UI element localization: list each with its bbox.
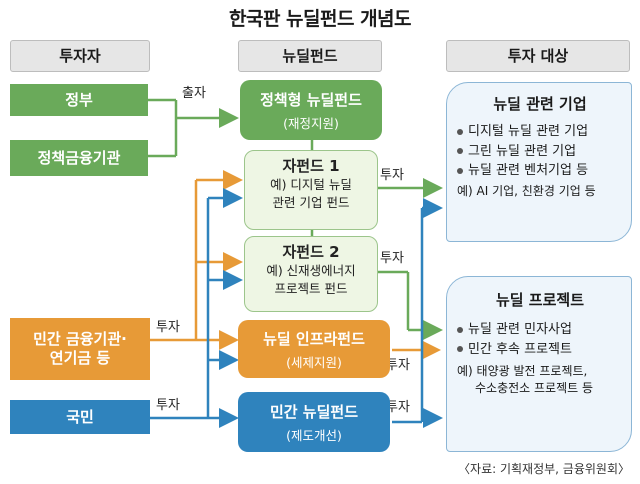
fund-policy: 정책형 뉴딜펀드 (재정지원) xyxy=(240,80,382,140)
investor-government: 정부 xyxy=(10,84,148,116)
fund-sub2-line1: 예) 신재생에너지 xyxy=(266,263,356,278)
investor-citizens-label: 국민 xyxy=(66,407,94,426)
target-companies: 뉴딜 관련 기업 디지털 뉴딜 관련 기업 그린 뉴딜 관련 기업 뉴딜 관련 … xyxy=(446,82,632,242)
investor-private-finance-line1: 민간 금융기관· xyxy=(33,330,127,349)
label-contribution: 출자 xyxy=(182,86,206,101)
blue-flow xyxy=(150,188,443,428)
target-projects-example-line1: 예) 태양광 발전 프로젝트, xyxy=(457,364,588,378)
target-company-item: 그린 뉴딜 관련 기업 xyxy=(468,143,577,159)
investor-government-label: 정부 xyxy=(65,90,93,109)
fund-sub1-line2: 관련 기업 펀드 xyxy=(272,195,350,211)
target-projects-head: 뉴딜 프로젝트 xyxy=(495,291,585,309)
fund-policy-note: (재정지원) xyxy=(283,115,339,131)
investor-policy-finance: 정책금융기관 xyxy=(10,140,148,176)
fund-sub2-line2: 프로젝트 펀드 xyxy=(274,281,348,297)
target-projects-list: 뉴딜 관련 민자사업 민간 후속 프로젝트 xyxy=(457,320,623,359)
fund-infra-note: (세제지원) xyxy=(286,354,342,370)
fund-sub2: 자펀드 2 예) 신재생에너지 프로젝트 펀드 xyxy=(244,236,378,312)
target-company-item: 디지털 뉴딜 관련 기업 xyxy=(468,124,589,139)
target-company-item: 뉴딜 관련 벤처기업 등 xyxy=(468,163,589,178)
header-investor: 투자자 xyxy=(10,40,150,72)
target-companies-list: 디지털 뉴딜 관련 기업 그린 뉴딜 관련 기업 뉴딜 관련 벤처기업 등 xyxy=(457,122,623,181)
label-invest-citizens: 투자 xyxy=(156,398,180,413)
bullet-icon xyxy=(457,326,463,333)
label-invest-sub2: 투자 xyxy=(380,251,404,266)
target-companies-example: 예) AI 기업, 친환경 기업 등 xyxy=(457,183,596,198)
bullet-icon xyxy=(457,148,463,154)
list-item: 디지털 뉴딜 관련 기업 xyxy=(457,122,623,142)
target-projects-example-line2: 수소충전소 프로젝트 등 xyxy=(475,380,594,395)
list-item: 뉴딜 관련 벤처기업 등 xyxy=(457,161,623,181)
bullet-icon xyxy=(457,128,463,135)
fund-infra-name: 뉴딜 인프라펀드 xyxy=(263,329,365,348)
fund-sub1: 자펀드 1 예) 디지털 뉴딜 관련 기업 펀드 xyxy=(244,150,378,230)
fund-infra: 뉴딜 인프라펀드 (세제지원) xyxy=(238,320,390,378)
list-item: 민간 후속 프로젝트 xyxy=(457,340,623,360)
header-fund: 뉴딜펀드 xyxy=(238,40,382,72)
list-item: 그린 뉴딜 관련 기업 xyxy=(457,142,623,162)
orange-flow xyxy=(150,170,441,360)
investor-private-finance: 민간 금융기관· 연기금 등 xyxy=(10,318,150,380)
fund-sub1-line1: 예) 디지털 뉴딜 xyxy=(270,177,352,192)
fund-private: 민간 뉴딜펀드 (제도개선) xyxy=(238,392,390,452)
label-invest-sub1: 투자 xyxy=(380,168,404,183)
fund-private-name: 민간 뉴딜펀드 xyxy=(269,402,359,421)
bullet-icon xyxy=(457,167,463,174)
target-companies-head: 뉴딜 관련 기업 xyxy=(493,95,587,113)
fund-sub1-name: 자펀드 1 xyxy=(282,157,340,175)
bullet-icon xyxy=(457,346,463,352)
fund-sub2-name: 자펀드 2 xyxy=(282,243,340,261)
label-invest-infra: 투자 xyxy=(386,358,410,373)
fund-policy-name: 정책형 뉴딜펀드 xyxy=(260,90,362,109)
list-item: 뉴딜 관련 민자사업 xyxy=(457,320,623,340)
header-target: 투자 대상 xyxy=(446,40,630,72)
target-project-item: 뉴딜 관련 민자사업 xyxy=(468,322,572,337)
investor-private-finance-line2: 연기금 등 xyxy=(49,349,111,367)
investor-citizens: 국민 xyxy=(10,400,150,434)
target-project-item: 민간 후속 프로젝트 xyxy=(468,341,572,357)
investor-policy-finance-label: 정책금융기관 xyxy=(37,148,121,167)
source-note: 〈자료: 기획재정부, 금융위원회〉 xyxy=(458,462,630,476)
label-invest-private-fund: 투자 xyxy=(386,400,410,415)
label-invest-private-finance: 투자 xyxy=(156,320,180,335)
target-projects: 뉴딜 프로젝트 뉴딜 관련 민자사업 민간 후속 프로젝트 예) 태양광 발전 … xyxy=(446,276,632,452)
fund-private-note: (제도개선) xyxy=(286,427,342,443)
page-title: 한국판 뉴딜펀드 개념도 xyxy=(228,8,412,30)
